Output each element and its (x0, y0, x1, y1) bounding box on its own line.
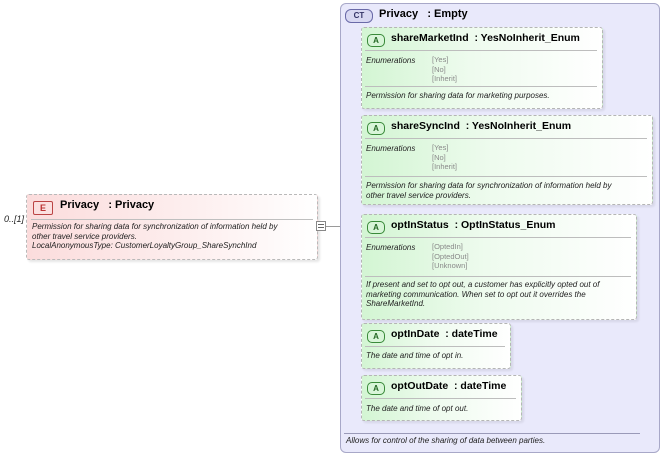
attribute-description-line: Permission for sharing data for marketin… (366, 91, 550, 100)
attribute-description: The date and time of opt out. (366, 404, 519, 414)
attribute-description-line: The date and time of opt in. (366, 351, 464, 360)
attribute-divider (365, 50, 597, 51)
attribute-box-optoutdate[interactable]: A optOutDate : dateTime The date and tim… (361, 375, 522, 421)
attribute-box-sharesyncind[interactable]: A shareSyncInd : YesNoInherit_Enum Enume… (361, 115, 653, 205)
attribute-divider (365, 176, 647, 177)
attribute-badge: A (367, 221, 385, 234)
complex-type-divider (344, 433, 640, 434)
enum-value: [Inherit] (432, 74, 458, 83)
attribute-divider (365, 276, 631, 277)
attribute-divider (365, 86, 597, 87)
attribute-description-line: Permission for sharing data for synchron… (366, 181, 612, 190)
element-box-privacy[interactable]: E Privacy : Privacy Permission for shari… (26, 194, 318, 260)
attribute-description-line: ShareMarketInd. (366, 299, 426, 308)
enumerations-label: Enumerations (366, 144, 416, 153)
attribute-description-line: marketing communication. When set to opt… (366, 289, 586, 299)
multiplicity-label: 0..[1] (4, 214, 25, 224)
enumeration-values: [Yes] [No] [Inherit] (432, 55, 457, 84)
attribute-divider (365, 398, 516, 399)
attribute-title: shareMarketInd : YesNoInherit_Enum (391, 32, 580, 44)
complex-type-title: Privacy : Empty (379, 8, 468, 20)
enumeration-values: [Yes] [No] [Inherit] (432, 143, 457, 172)
attribute-divider (365, 346, 505, 347)
attribute-box-optinstatus[interactable]: A optInStatus : OptInStatus_Enum Enumera… (361, 214, 637, 320)
attribute-title: optInStatus : OptInStatus_Enum (391, 219, 556, 231)
enum-value: [No] (432, 64, 446, 74)
attribute-badge: A (367, 122, 385, 135)
attribute-title: optInDate : dateTime (391, 328, 498, 340)
attribute-box-sharemarketind[interactable]: A shareMarketInd : YesNoInherit_Enum Enu… (361, 27, 603, 109)
attribute-description-line: other travel service providers. (366, 190, 471, 200)
enum-value: [OptedIn] (432, 242, 463, 251)
enum-value: [Yes] (432, 55, 449, 64)
attribute-description-line: The date and time of opt out. (366, 404, 469, 413)
element-badge: E (33, 201, 53, 215)
attribute-description-line: If present and set to opt out, a custome… (366, 280, 600, 289)
attribute-badge: A (367, 382, 385, 395)
element-divider (31, 219, 313, 220)
attribute-title: optOutDate : dateTime (391, 380, 507, 392)
attribute-divider (365, 138, 647, 139)
enum-value: [Inherit] (432, 162, 458, 171)
enum-value: [OptedOut] (432, 251, 469, 261)
attribute-description: The date and time of opt in. (366, 351, 508, 361)
element-title: Privacy : Privacy (60, 199, 155, 211)
attribute-badge: A (367, 330, 385, 343)
enumerations-label: Enumerations (366, 56, 416, 65)
attribute-box-optindate[interactable]: A optInDate : dateTime The date and time… (361, 323, 511, 369)
attribute-title: shareSyncInd : YesNoInherit_Enum (391, 120, 572, 132)
enumerations-label: Enumerations (366, 243, 416, 252)
enum-value: [Yes] (432, 143, 449, 152)
enum-value: [No] (432, 152, 446, 162)
complex-type-description: Allows for control of the sharing of dat… (346, 436, 546, 445)
sequence-connector-icon (316, 221, 326, 231)
element-description: Permission for sharing data for synchron… (32, 222, 314, 251)
element-description-line: Permission for sharing data for synchron… (32, 222, 278, 231)
attribute-description: Permission for sharing data for synchron… (366, 181, 650, 200)
enum-value: [Unknown] (432, 261, 468, 270)
attribute-badge: A (367, 34, 385, 47)
connector-line (326, 226, 348, 227)
attribute-description: Permission for sharing data for marketin… (366, 91, 600, 101)
attribute-divider (365, 237, 631, 238)
enumeration-values: [OptedIn] [OptedOut] [Unknown] (432, 242, 469, 271)
element-description-line: LocalAnonymousType: CustomerLoyaltyGroup… (32, 241, 257, 250)
complex-type-badge: CT (345, 9, 373, 23)
element-description-line: other travel service providers. (32, 231, 137, 241)
attribute-description: If present and set to opt out, a custome… (366, 280, 634, 309)
